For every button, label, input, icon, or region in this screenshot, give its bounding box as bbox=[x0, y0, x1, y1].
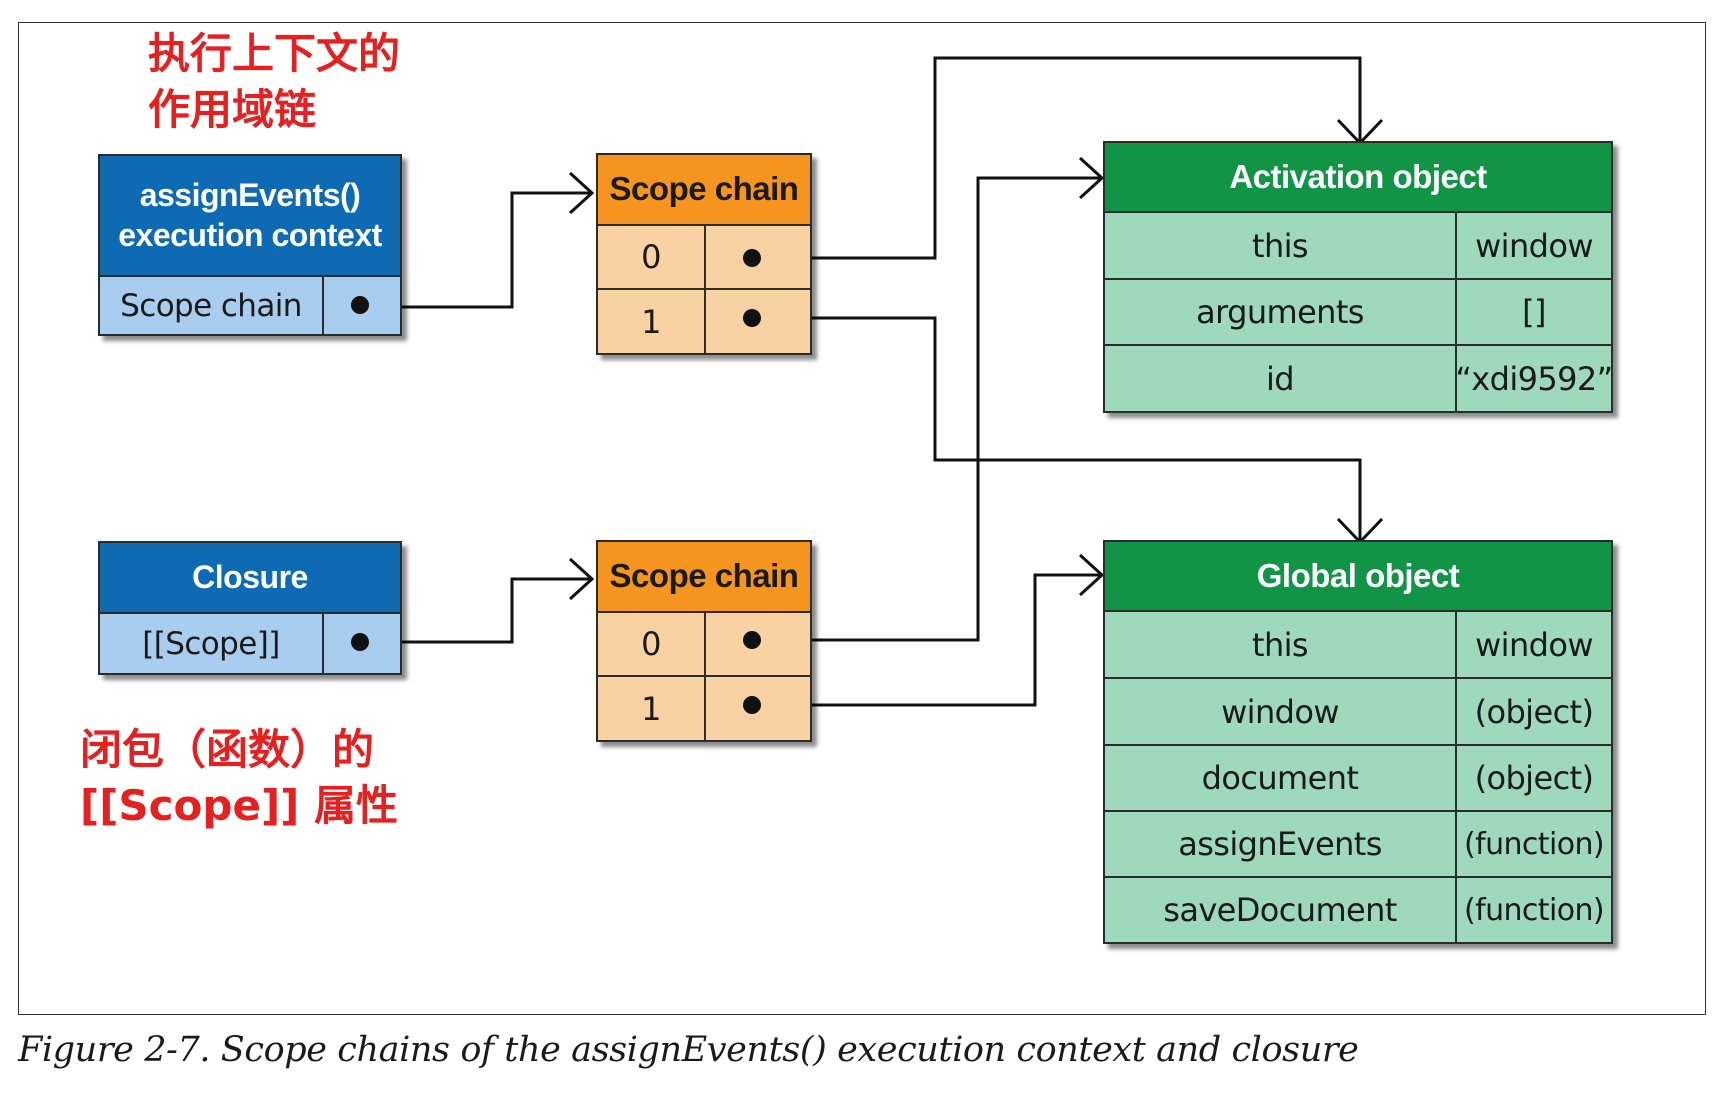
activation-row-0-key: this bbox=[1252, 226, 1309, 265]
global-row-0-key: this bbox=[1252, 625, 1309, 664]
scope-chain-bottom-pointer-0 bbox=[743, 631, 761, 649]
global-row-3-key: assignEvents bbox=[1178, 825, 1382, 863]
activation-row-2-key: id bbox=[1265, 359, 1295, 398]
annotation-exec-context-scope-chain: 执行上下文的 作用域链 bbox=[148, 29, 401, 134]
arrow-exec-to-scope-chain bbox=[360, 191, 590, 309]
arrowhead-bottom-0-to-activation bbox=[1078, 156, 1105, 200]
global-row-0-value: window bbox=[1475, 625, 1593, 664]
global-row-4-key: saveDocument bbox=[1163, 891, 1397, 929]
global-row-2-key: document bbox=[1201, 759, 1359, 797]
global-row-2-value: (object) bbox=[1474, 759, 1594, 797]
arrow-bottom-0-to-activation bbox=[752, 176, 1100, 642]
scope-chain-top-title: Scope chain bbox=[598, 155, 810, 224]
arrow-top-1-to-global bbox=[752, 316, 1362, 541]
global-object-title: Global object bbox=[1105, 542, 1611, 610]
scope-chain-top-row-1: 1 bbox=[641, 302, 661, 341]
global-row-3-value: (function) bbox=[1464, 826, 1605, 862]
arrowhead-exec-to-scope-chain bbox=[568, 171, 595, 215]
scope-chain-bottom-row-0: 0 bbox=[641, 625, 661, 663]
global-object-box: Global object this window window (object… bbox=[1103, 540, 1613, 944]
closure-box: Closure [[Scope]] bbox=[98, 541, 402, 675]
activation-object-title: Activation object bbox=[1105, 143, 1611, 211]
scope-chain-bottom-row-1: 1 bbox=[641, 689, 661, 728]
arrowhead-bottom-1-to-global bbox=[1078, 553, 1105, 597]
execution-context-pointer bbox=[351, 296, 369, 314]
activation-row-2-value: “xdi9592” bbox=[1455, 359, 1613, 398]
global-row-4-value: (function) bbox=[1464, 892, 1605, 928]
activation-row-1-key: arguments bbox=[1196, 293, 1364, 331]
arrow-closure-to-scope-chain bbox=[360, 577, 590, 644]
global-row-1-value: (object) bbox=[1474, 692, 1594, 731]
closure-pointer bbox=[351, 633, 369, 651]
arrow-bottom-1-to-global bbox=[752, 573, 1100, 707]
arrow-top-0-to-activation bbox=[752, 56, 1362, 260]
global-row-1-key: window bbox=[1221, 692, 1339, 731]
arrowhead-closure-to-scope-chain bbox=[568, 557, 595, 601]
scope-chain-top-pointer-0 bbox=[743, 249, 761, 267]
execution-context-box: assignEvents() execution context Scope c… bbox=[98, 154, 402, 336]
activation-row-1-value: [] bbox=[1522, 293, 1546, 331]
scope-chain-top-box: Scope chain 0 1 bbox=[596, 153, 812, 355]
scope-chain-top-pointer-1 bbox=[743, 309, 761, 327]
activation-row-0-value: window bbox=[1475, 226, 1593, 265]
figure-caption: Figure 2-7. Scope chains of the assignEv… bbox=[18, 1030, 1359, 1070]
scope-chain-bottom-pointer-1 bbox=[743, 696, 761, 714]
execution-context-title: assignEvents() execution context bbox=[100, 156, 400, 275]
closure-scope-label: [[Scope]] bbox=[142, 625, 280, 662]
annotation-closure-scope-property: 闭包（函数）的 [[Scope]] 属性 bbox=[80, 725, 398, 830]
execution-context-scope-chain-label: Scope chain bbox=[120, 287, 302, 324]
scope-chain-bottom-title: Scope chain bbox=[598, 542, 810, 611]
activation-object-box: Activation object this window arguments … bbox=[1103, 141, 1613, 413]
scope-chain-bottom-box: Scope chain 0 1 bbox=[596, 540, 812, 742]
scope-chain-top-row-0: 0 bbox=[641, 238, 661, 276]
closure-title: Closure bbox=[100, 543, 400, 612]
